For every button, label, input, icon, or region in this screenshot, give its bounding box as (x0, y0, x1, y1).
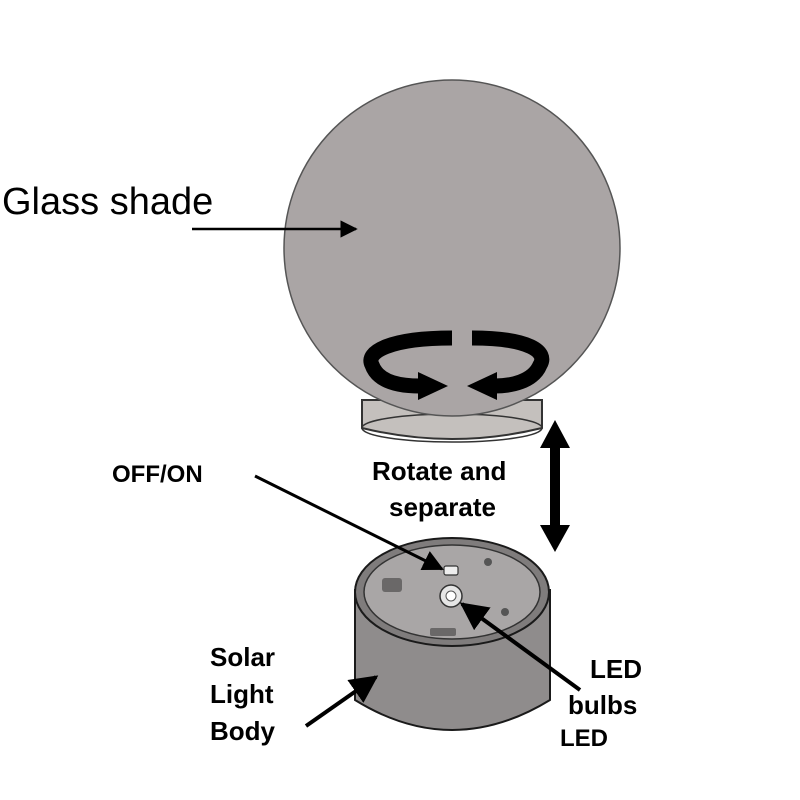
light-label: Light (210, 679, 274, 709)
led-secondary-label: LED (560, 725, 608, 752)
body-arrow-icon (304, 675, 379, 728)
led-bulb-lens (445, 590, 457, 602)
rotate-label: Rotate and (372, 456, 506, 486)
body-slot-bottom (430, 628, 456, 636)
body-screw (501, 608, 509, 616)
off-on-label: OFF/ON (112, 461, 203, 488)
separate-label: separate (389, 492, 496, 522)
body-slot-left (382, 578, 402, 592)
pointer-arrows (192, 220, 582, 728)
off-on-arrow-icon (254, 474, 444, 571)
rotate-arrows-icon (363, 330, 550, 400)
solar-label: Solar (210, 642, 275, 672)
body-screw (484, 558, 492, 566)
off-on-switch-icon (443, 565, 459, 576)
bulbs-label: bulbs (568, 690, 637, 720)
led-label: LED (590, 654, 642, 684)
separate-double-arrow-icon (540, 420, 570, 552)
led-arrow-icon (459, 602, 582, 692)
glass-shade-label: Glass shade (2, 181, 213, 223)
shade-globe (283, 79, 621, 417)
solar-light-body (354, 537, 551, 731)
glass-shade (283, 79, 621, 443)
body-label: Body (210, 716, 276, 746)
